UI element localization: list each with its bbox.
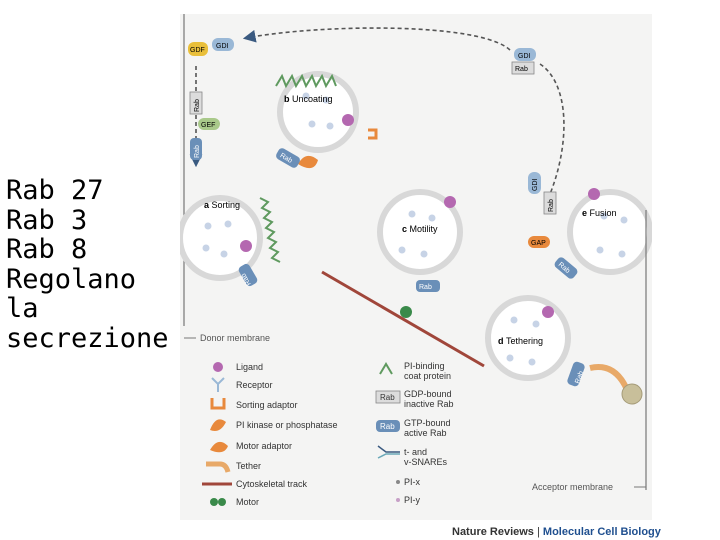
legend-pi-x: PI-x [396,477,421,487]
gdi-chip-recycle: GDI [514,48,536,61]
svg-text:Cytoskeletal track: Cytoskeletal track [236,479,308,489]
side-text-line: Rab 3 [6,204,88,236]
rab-gtp-chip-motility: Rab [416,280,440,292]
side-text-line: Rab 8 [6,234,88,265]
svg-text:Motor: Motor [236,497,259,507]
side-text-line: Rab 27 [6,175,104,206]
vesicle-sorting [177,195,281,281]
svg-text:Motor adaptor: Motor adaptor [236,441,292,451]
journal-name: Molecular Cell Biology [542,526,661,538]
gef-chip: GEF [198,118,220,130]
legend-cytoskeletal-track: Cytoskeletal track [202,479,308,489]
svg-text:v-SNAREs: v-SNAREs [404,457,448,467]
legend: Ligand Receptor Sorting adaptor PI kinas… [202,361,454,507]
recycle-arrow [539,63,565,195]
svg-text:Rab: Rab [419,284,432,291]
publisher-name: Nature Reviews [452,526,534,538]
svg-text:GDI: GDI [532,179,539,192]
svg-text:PI-binding: PI-binding [404,361,445,371]
rab-gtp-chip-uncoating: Rab [276,148,300,168]
side-text-line: la [6,293,39,324]
side-text-line: secrezione [6,322,169,354]
svg-text:Sorting adaptor: Sorting adaptor [236,400,298,410]
rab-cycle-figure: a Sorting b Uncoating c Motility d Tethe… [177,14,653,520]
legend-pi-y: PI-y [396,495,421,505]
rab-gdp-chip-recycle: Rab [511,61,535,75]
cytoskeletal-track [321,270,485,368]
rab-gtp-chip-fusion: Rab [554,257,578,279]
svg-text:GDF: GDF [190,47,205,54]
svg-text:Ligand: Ligand [236,362,263,372]
gap-chip: GAP [528,236,550,248]
legend-snares: t- and v-SNAREs [377,445,448,467]
journal-credit: Nature Reviews | Molecular Cell Biology [452,526,661,538]
svg-text:inactive Rab: inactive Rab [404,399,454,409]
svg-text:Rab: Rab [380,422,395,431]
rab-gdp-chip-fusion: Rab [543,191,557,215]
legend-tether: Tether [206,461,261,473]
legend-motor-adaptor: Motor adaptor [210,441,292,453]
recycle-arrow [242,27,511,51]
legend-receptor: Receptor [211,377,273,392]
side-text-line: Regolano [6,263,137,295]
rab-gtp-chip-tethering: Rab [567,361,585,387]
credit-separator: | [533,526,543,538]
vesicle-motility [377,189,463,318]
svg-text:active Rab: active Rab [404,428,447,438]
legend-gdp-rab: Rab GDP-bound inactive Rab [375,389,454,409]
gdf-chip: GDF [188,42,208,56]
svg-text:GEF: GEF [201,122,215,129]
svg-text:Rab: Rab [194,145,201,158]
panel-b-label: b Uncoating [284,94,333,104]
legend-gtp-rab: Rab GTP-bound active Rab [376,418,451,438]
gdi-chip-fusion: GDI [528,172,541,194]
svg-text:Rab: Rab [548,199,555,212]
panel-d-label: d Tethering [498,336,543,346]
svg-text:Rab: Rab [574,370,585,385]
svg-text:Receptor: Receptor [236,380,273,390]
figure-canvas: a Sorting b Uncoating c Motility d Tethe… [177,14,653,507]
gdi-chip: GDI [212,38,234,51]
svg-text:GAP: GAP [531,240,546,247]
svg-text:GDI: GDI [216,43,229,50]
legend-ligand: Ligand [213,362,263,372]
legend-pi-kinase: PI kinase or phosphatase [210,419,338,431]
svg-text:PI-y: PI-y [404,495,421,505]
svg-text:PI kinase or phosphatase: PI kinase or phosphatase [236,420,338,430]
vesicle-tethering [485,295,571,381]
svg-text:PI-x: PI-x [404,477,421,487]
svg-text:Rab: Rab [515,66,528,73]
vesicle-fusion [567,188,653,275]
svg-text:t- and: t- and [404,447,427,457]
svg-text:GTP-bound: GTP-bound [404,418,451,428]
panel-c-label: c Motility [402,224,438,234]
acceptor-membrane-label: Acceptor membrane [532,482,613,492]
donor-membrane-label: Donor membrane [200,333,270,343]
rab-gdp-chip-vertical: Rab [189,91,203,115]
svg-text:GDP-bound: GDP-bound [404,389,452,399]
legend-motor: Motor [210,497,259,507]
slide-side-text: Rab 27 Rab 3 Rab 8 Regolano la secrezion… [6,176,169,353]
rab-gtp-chip-vertical: Rab [190,138,202,160]
panel-a-label: a Sorting [204,200,240,210]
svg-text:coat protein: coat protein [404,371,451,381]
svg-text:Rab: Rab [194,99,201,112]
vesicle-uncoating [275,71,378,169]
svg-text:Rab: Rab [380,393,395,402]
legend-sorting-adaptor: Sorting adaptor [210,398,298,410]
svg-text:GDI: GDI [518,53,531,60]
legend-pi-binding-coat: PI-binding coat protein [379,361,451,381]
tether [589,364,631,394]
svg-text:Tether: Tether [236,461,261,471]
panel-e-label: e Fusion [582,208,617,218]
